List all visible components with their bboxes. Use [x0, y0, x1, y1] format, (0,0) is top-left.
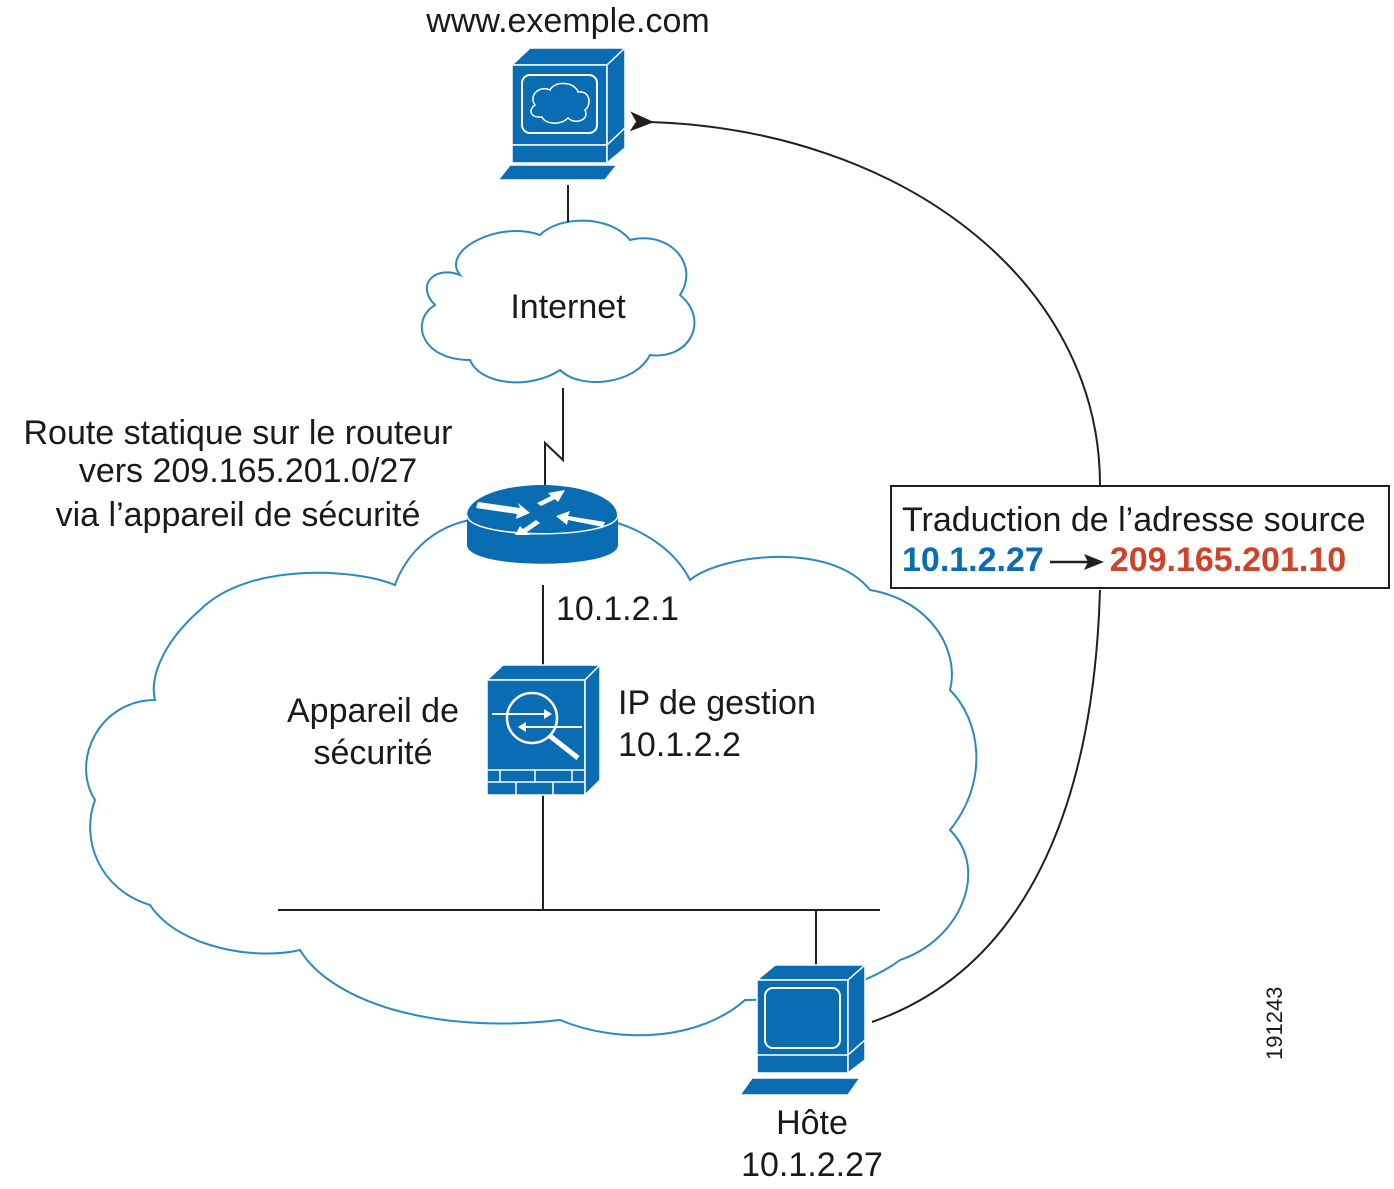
- translation-flow-arrow: [650, 122, 1101, 1023]
- web-server-label: www.exemple.com: [426, 2, 710, 40]
- management-ip-value: 10.1.2.2: [618, 726, 741, 764]
- translation-title: Traduction de l’adresse source: [902, 501, 1366, 539]
- workstation-icon: [738, 963, 867, 1096]
- host-label: Hôte: [776, 1104, 848, 1142]
- appliance-label-line-2: sécurité: [313, 734, 433, 772]
- router-ip-label: 10.1.2.1: [556, 590, 679, 628]
- management-ip-label: IP de gestion: [618, 684, 816, 722]
- internet-cloud: [420, 219, 696, 384]
- right-arrow-icon: [1049, 554, 1104, 571]
- translation-box: Traduction de l’adresse source 10.1.2.27…: [890, 485, 1390, 589]
- appliance-label-line-1: Appareil de: [286, 692, 459, 730]
- host-ip-label: 10.1.2.27: [741, 1146, 883, 1184]
- router-annotation-line-2: vers 209.165.201.0/27: [78, 452, 418, 490]
- link-internet-router-serial: [544, 388, 564, 490]
- source-ip: 10.1.2.27: [902, 541, 1044, 579]
- router-annotation-line-1: Route statique sur le routeur: [23, 414, 453, 452]
- router-icon: [466, 485, 619, 564]
- internal-network-cloud: [85, 519, 978, 1037]
- web-server-icon: [496, 46, 627, 181]
- firewall-icon: [485, 663, 602, 797]
- internet-label: Internet: [510, 288, 626, 326]
- router-annotation-line-3: via l’appareil de sécurité: [55, 496, 421, 534]
- translated-ip: 209.165.201.10: [1109, 541, 1347, 579]
- figure-id: 191243: [1262, 986, 1287, 1060]
- translation-mapping: 10.1.2.27 209.165.201.10: [902, 541, 1346, 580]
